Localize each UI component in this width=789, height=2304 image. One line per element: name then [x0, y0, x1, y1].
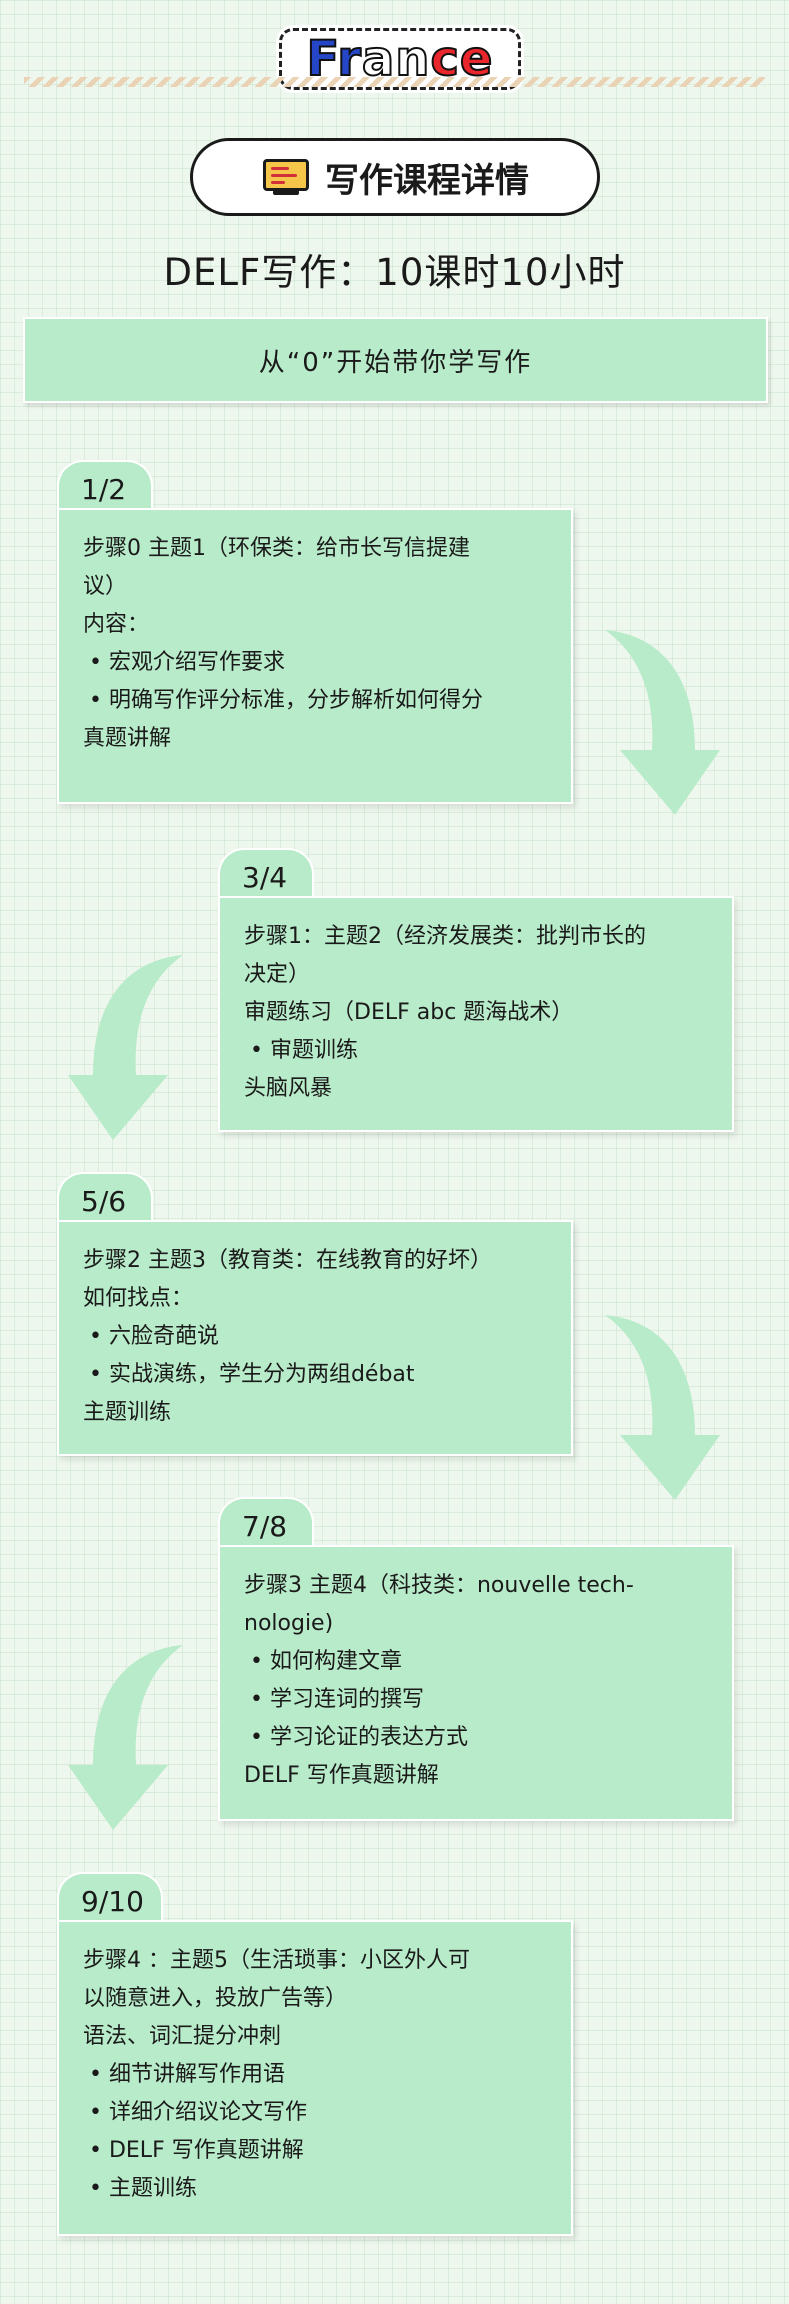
- step-tab-label: 5/6: [81, 1184, 127, 1218]
- down-arrow-right-icon: [605, 1315, 720, 1500]
- step-line: DELF 写作真题讲解: [244, 1763, 439, 1788]
- down-arrow-right-icon: [605, 630, 720, 815]
- down-arrow-left-icon: [68, 955, 183, 1140]
- step-tab-2: 3/4: [218, 848, 314, 904]
- down-arrow-left-icon: [68, 1645, 183, 1830]
- step-tab-label: 3/4: [242, 860, 288, 894]
- step-tab-1: 1/2: [57, 460, 153, 516]
- step-line: • 审题训练: [250, 1038, 358, 1063]
- step-line: 步骤0 主题1（环保类：给市长写信提建: [83, 536, 470, 561]
- step-line: • 学习论证的表达方式: [250, 1725, 468, 1750]
- step-tab-5: 9/10: [57, 1872, 163, 1928]
- step-line: • 如何构建文章: [250, 1649, 402, 1674]
- course-title-pill: 写作课程详情: [190, 138, 600, 216]
- step-tab-label: 1/2: [81, 472, 127, 506]
- step-line: • 学习连词的撰写: [250, 1687, 424, 1712]
- step-line: • 详细介绍议论文写作: [89, 2100, 307, 2125]
- step-line: 主题训练: [83, 1400, 172, 1425]
- step-line: 内容：: [83, 612, 150, 637]
- page-title: 写作课程详情: [325, 160, 529, 201]
- step-card-2: 步骤1：主题2（经济发展类：批判市长的 决定） 审题练习（DELF abc 题海…: [218, 896, 734, 1132]
- logo-text-red: ce: [429, 31, 494, 87]
- step-line: 步骤1：主题2（经济发展类：批判市长的: [244, 924, 646, 949]
- step-card-3: 步骤2 主题3（教育类：在线教育的好坏） 如何找点： • 六脸奇葩说 • 实战演…: [57, 1220, 573, 1456]
- logo-text: France: [306, 34, 494, 84]
- decorative-stripe: [24, 77, 765, 87]
- step-line: 决定）: [244, 962, 311, 987]
- logo-text-blue: Fr: [306, 31, 362, 87]
- step-line: 议）: [83, 574, 128, 599]
- step-line: 审题练习（DELF abc 题海战术）: [244, 1000, 574, 1025]
- step-tab-label: 9/10: [81, 1884, 144, 1918]
- step-line: • 宏观介绍写作要求: [89, 650, 285, 675]
- step-line: 以随意进入，投放广告等）: [83, 1986, 348, 2011]
- step-card-1: 步骤0 主题1（环保类：给市长写信提建 议） 内容： • 宏观介绍写作要求 • …: [57, 508, 573, 804]
- step-line: 语法、词汇提分冲刺: [83, 2024, 282, 2049]
- step-tab-3: 5/6: [57, 1172, 153, 1228]
- step-tab-label: 7/8: [242, 1509, 288, 1543]
- logo-text-white: an: [361, 31, 431, 87]
- step-tab-4: 7/8: [218, 1497, 314, 1553]
- step-line: 步骤2 主题3（教育类：在线教育的好坏）: [83, 1248, 492, 1273]
- step-line: 真题讲解: [83, 726, 172, 751]
- step-line: 头脑风暴: [244, 1076, 333, 1101]
- blackboard-icon: [261, 157, 313, 197]
- step-line: 如何找点：: [83, 1286, 194, 1311]
- step-line: • 细节讲解写作用语: [89, 2062, 285, 2087]
- step-card-4: 步骤3 主题4（科技类：nouvelle tech- nologie) • 如何…: [218, 1545, 734, 1821]
- step-card-5: 步骤4 ：主题5（生活琐事：小区外人可 以随意进入，投放广告等） 语法、词汇提分…: [57, 1920, 573, 2236]
- step-line: 步骤3 主题4（科技类：nouvelle tech-: [244, 1573, 634, 1598]
- step-line: • 六脸奇葩说: [89, 1324, 219, 1349]
- intro-banner: 从“0”开始带你学写作: [23, 317, 768, 403]
- page-subtitle: DELF写作：10课时10小时: [163, 251, 626, 294]
- step-line: • DELF 写作真题讲解: [89, 2138, 304, 2163]
- step-line: 步骤4 ：主题5（生活琐事：小区外人可: [83, 1948, 470, 1973]
- step-line: • 实战演练，学生分为两组débat: [89, 1362, 415, 1387]
- step-line: nologie): [244, 1611, 334, 1636]
- step-line: • 明确写作评分标准，分步解析如何得分: [89, 688, 483, 713]
- step-line: • 主题训练: [89, 2176, 197, 2201]
